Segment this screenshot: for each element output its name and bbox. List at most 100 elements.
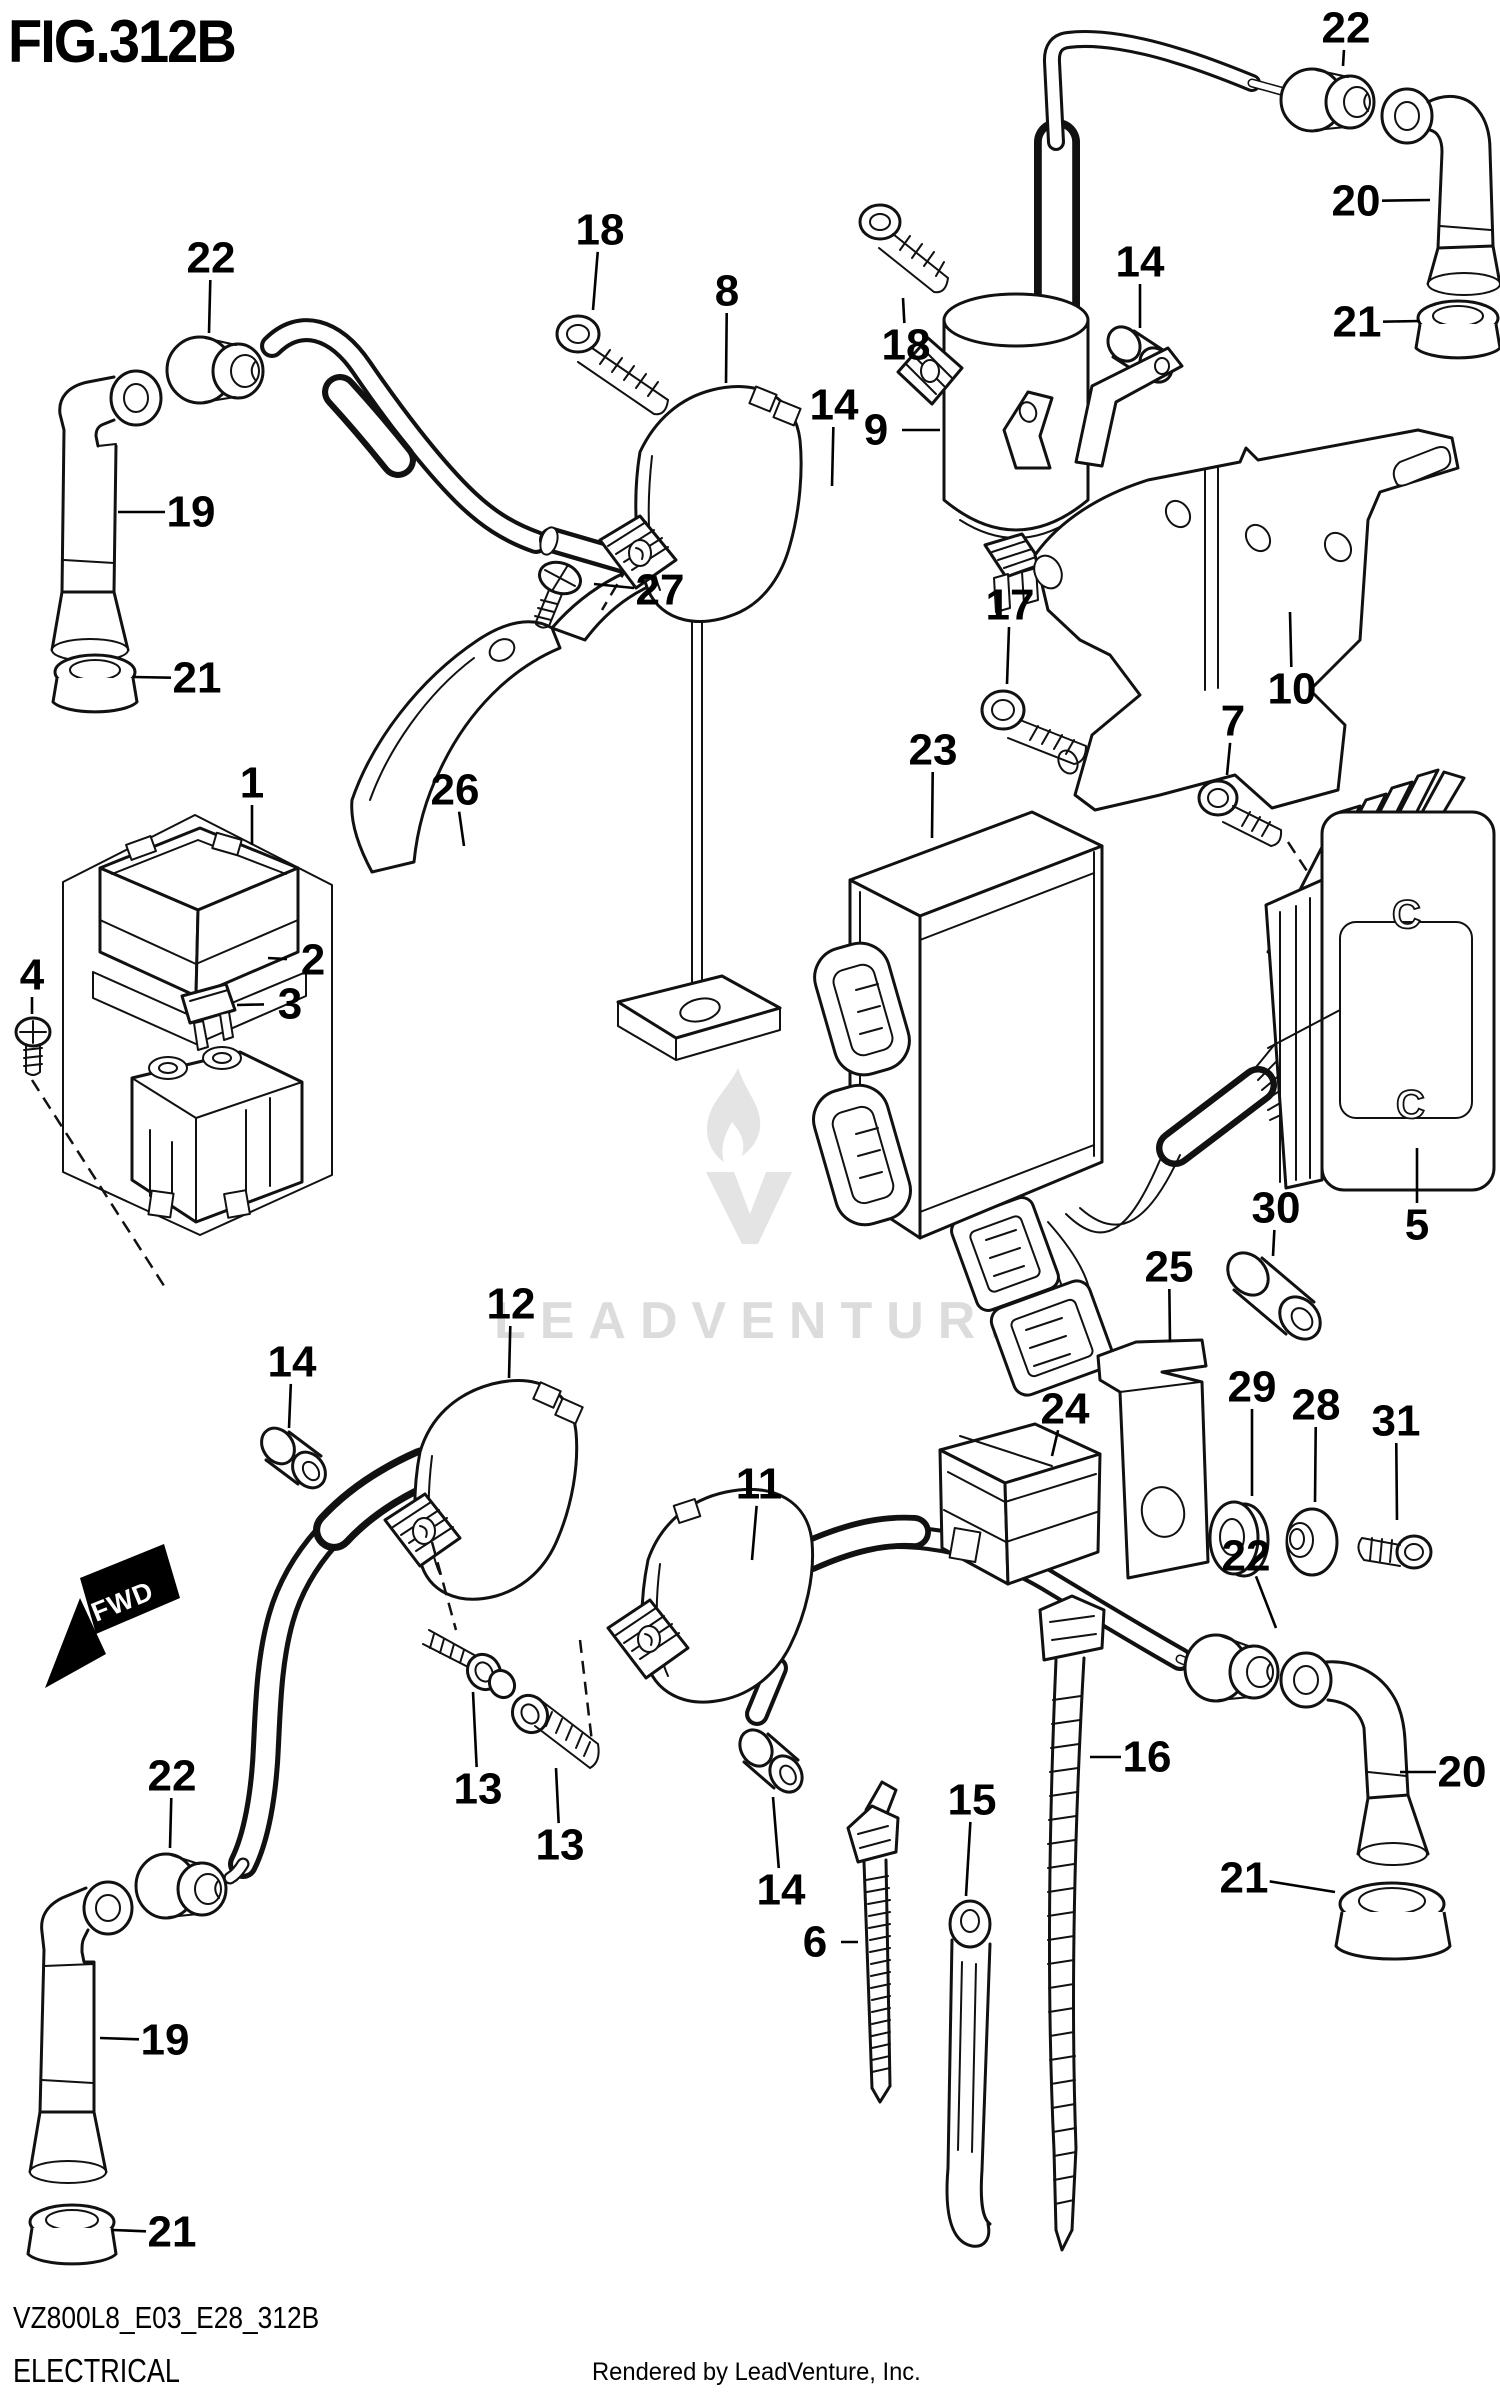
plug-cap-bottom-left: [26, 1852, 228, 2266]
figure-title: FIG.312B: [8, 7, 237, 76]
part-label-29: 29: [1228, 1363, 1277, 1412]
spacer-14-mid: [260, 1426, 327, 1490]
part-label-13: 13: [536, 1821, 585, 1870]
regulator-mark-top: C: [1392, 893, 1421, 937]
part-label-22: 22: [1222, 1532, 1271, 1581]
bracket-26: [350, 554, 782, 1061]
relay-holder: [130, 1046, 304, 1224]
part-label-10: 10: [1268, 665, 1317, 714]
ecu-socket-upper: [813, 941, 911, 1077]
part-label-15: 15: [948, 1776, 997, 1825]
part-label-14: 14: [268, 1338, 317, 1387]
elbow-boot-left: [50, 369, 163, 662]
part-label-14: 14: [757, 1866, 806, 1915]
cable-tie-6: [846, 1780, 900, 2104]
leader-line-25: [1168, 1288, 1172, 1343]
ecu-23: [812, 810, 1104, 1240]
plug-cap-mid-right: [1183, 1633, 1452, 1961]
coil-9-heatsink: [896, 336, 964, 406]
seal-ring-top-right: [1414, 299, 1500, 360]
part-label-20: 20: [1438, 1748, 1487, 1797]
watermark-text: LEADVENTURE: [494, 1292, 1038, 1350]
regulator-mark-bottom: C: [1396, 1083, 1425, 1127]
harness-connector-b: [989, 1279, 1115, 1397]
ecu-socket-lower: [812, 1083, 912, 1227]
leader-line-21: [111, 2228, 147, 2233]
leader-line-12: [507, 1325, 512, 1379]
rendered-by: Rendered by LeadVenture, Inc.: [592, 2358, 921, 2386]
part-label-31: 31: [1372, 1397, 1421, 1446]
part-label-22: 22: [148, 1752, 197, 1801]
part-label-8: 8: [715, 267, 739, 316]
leadventure-watermark: LEADVENTURE: [494, 1068, 1038, 1350]
leader-line-15: [964, 1821, 972, 1897]
seal-ring-left: [51, 653, 139, 714]
drawing-code: VZ800L8_E03_E28_312B: [13, 2300, 320, 2335]
sensor-24: [938, 1422, 1102, 1586]
part-label-9: 9: [864, 406, 888, 455]
elbow-boot-bottom-left: [28, 1880, 134, 2184]
part-label-2: 2: [301, 936, 325, 985]
leader-line-14: [830, 426, 835, 487]
bolt-7: [1197, 779, 1324, 895]
part-label-12: 12: [487, 1280, 536, 1329]
bolt-17: [980, 689, 1087, 765]
leader-line-19: [99, 2036, 140, 2041]
leader-line-13: [554, 1767, 560, 1824]
leader-line-17: [1005, 626, 1011, 685]
seal-ring-mid-right: [1334, 1881, 1452, 1961]
leader-line-24: [1050, 1429, 1060, 1457]
screw-4: [14, 1016, 52, 1076]
part-label-19: 19: [141, 2016, 190, 2065]
spacer-30: [1226, 1251, 1322, 1341]
coil-9-terminals: [983, 532, 1044, 613]
part-label-21: 21: [148, 2208, 197, 2257]
part-label-30: 30: [1252, 1184, 1301, 1233]
bolt-31: [1357, 1534, 1433, 1570]
part-label-5: 5: [1405, 1201, 1429, 1250]
bushing-28: [1285, 1507, 1339, 1577]
fuse-box-assembly: [14, 814, 333, 1293]
part-label-26: 26: [431, 766, 480, 815]
ignition-coil-11: [606, 1487, 815, 1794]
fwd-flag: FWD: [45, 1544, 180, 1688]
part-label-7: 7: [1221, 697, 1245, 746]
leader-line-23: [930, 771, 935, 839]
part-label-27: 27: [636, 566, 685, 615]
washer-29: [1208, 1500, 1270, 1578]
plug-wires: [223, 29, 1286, 1885]
elbow-boot-mid-right: [1279, 1651, 1430, 1866]
coil-8-heatsink: [598, 514, 678, 590]
leader-line-28: [1313, 1426, 1318, 1503]
part-label-16: 16: [1123, 1733, 1172, 1782]
part-label-25: 25: [1145, 1243, 1194, 1292]
part-label-21: 21: [173, 654, 222, 703]
part-label-19: 19: [167, 488, 216, 537]
leader-line-27: [593, 582, 635, 590]
part-label-13: 13: [454, 1765, 503, 1814]
part-label-21: 21: [1333, 298, 1382, 347]
leader-line-11: [750, 1505, 758, 1561]
part-label-3: 3: [278, 980, 302, 1029]
leader-line-21: [1382, 319, 1421, 323]
leader-line-22: [1341, 49, 1346, 67]
bracket-10: [980, 346, 1460, 895]
fuse: [180, 982, 237, 1051]
part-label-22: 22: [187, 234, 236, 283]
ecu-harness: [950, 1154, 1181, 1397]
leader-line-22: [207, 279, 212, 334]
part-label-20: 20: [1332, 177, 1381, 226]
leader-line-7: [1225, 742, 1232, 776]
part-label-11: 11: [736, 1460, 783, 1509]
bolt-13-upper: [422, 1629, 517, 1700]
leader-line-10: [1288, 611, 1293, 668]
leader-line-14: [287, 1383, 293, 1429]
part-label-17: 17: [986, 581, 1035, 630]
part-label-1: 1: [240, 759, 264, 808]
part-label-24: 24: [1041, 1385, 1090, 1434]
band-15: [945, 1899, 992, 2248]
part-label-18: 18: [882, 321, 931, 370]
leader-line-21: [1269, 1880, 1336, 1894]
